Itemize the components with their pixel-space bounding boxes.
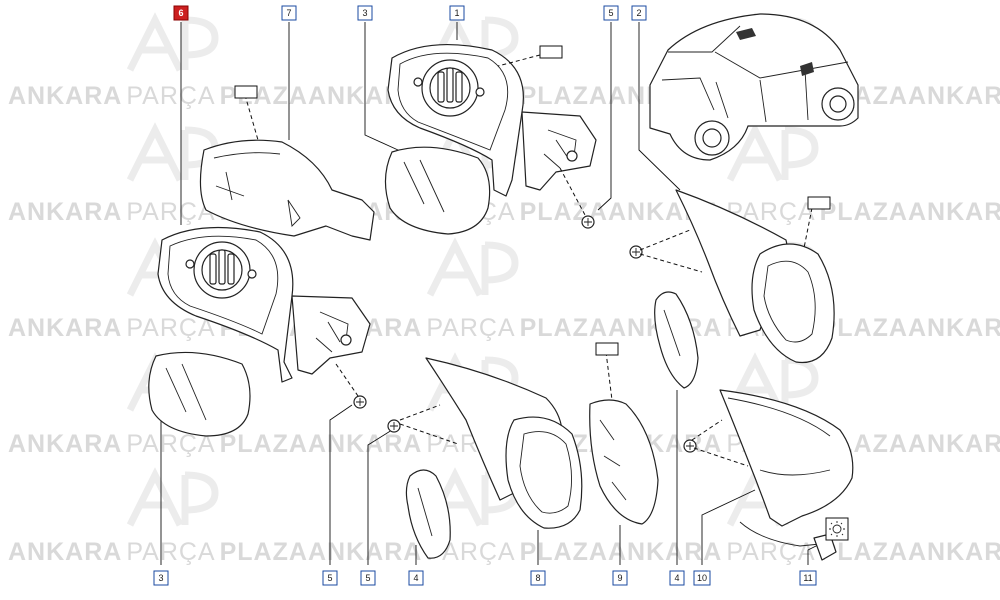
complete-mirror-right: [675, 189, 835, 364]
watermark-word: ANKARA: [908, 82, 1000, 110]
mirror-glass-top: [384, 146, 491, 235]
watermark-text: ANKARA: [908, 198, 1000, 226]
callout-number: 6: [178, 8, 183, 18]
callout-number: 3: [158, 573, 163, 583]
watermark-word: ANKARA: [308, 538, 422, 566]
callout-labels: 6 7 3 1 5 2 3 5: [153, 5, 817, 586]
callout-number: 5: [327, 573, 332, 583]
small-glass-right: [654, 291, 699, 389]
callout-2[interactable]: 2: [631, 5, 647, 21]
watermark-word: PARÇA: [126, 82, 215, 110]
watermark-word: PLAZA: [520, 538, 608, 566]
callout-number: 7: [286, 8, 291, 18]
callout-number: 10: [697, 573, 707, 583]
mirror-base-bottom-center: [425, 357, 583, 529]
watermark-word: PLAZA: [520, 198, 608, 226]
callout-number: 1: [454, 8, 459, 18]
mirror-cover-top: [199, 139, 375, 241]
watermark-word: PARÇA: [726, 538, 815, 566]
watermark-text: ANKARA: [908, 82, 1000, 110]
reference-symbols: [234, 45, 849, 541]
blank-label-symbol: [539, 45, 563, 59]
car-illustration: [649, 13, 859, 161]
callout-8[interactable]: 8: [530, 570, 546, 586]
callout-1[interactable]: 1: [449, 5, 465, 21]
leader-lines: [160, 22, 819, 565]
callout-9[interactable]: 9: [612, 570, 628, 586]
watermark-text: ANKARA: [908, 538, 1000, 566]
screw-set: [353, 215, 697, 453]
watermark-word: ANKARA: [8, 430, 122, 458]
mirror-cover-bottom: [589, 399, 659, 525]
blank-label-symbol: [234, 85, 258, 99]
watermark-word: ANKARA: [908, 430, 1000, 458]
callout-4-right[interactable]: 4: [669, 570, 685, 586]
callout-number: 8: [535, 573, 540, 583]
watermark-word: PLAZA: [820, 198, 908, 226]
screw: [629, 245, 643, 259]
watermark-word: ANKARA: [308, 430, 422, 458]
callout-number: 11: [803, 573, 812, 583]
callout-5-bottom-b[interactable]: 5: [360, 570, 376, 586]
heated-mirror-icon: [825, 517, 849, 541]
watermark-word: ANKARA: [8, 198, 122, 226]
callout-number: 4: [674, 573, 679, 583]
watermark-word: ANKARA: [908, 198, 1000, 226]
callout-number: 2: [636, 8, 641, 18]
callout-11[interactable]: 11: [799, 570, 817, 586]
blank-label-symbol: [595, 342, 619, 356]
callout-number: 5: [608, 8, 613, 18]
watermark-text: ANKARA: [908, 314, 1000, 342]
watermark-word: PLAZA: [520, 314, 608, 342]
watermark-word: PARÇA: [126, 314, 215, 342]
callout-5-top[interactable]: 5: [603, 5, 619, 21]
screw: [387, 419, 401, 433]
watermark-word: ANKARA: [908, 538, 1000, 566]
mirror-housing-assembly-top: [387, 43, 597, 197]
callout-3-bottom[interactable]: 3: [153, 570, 169, 586]
callout-6[interactable]: 6: [173, 5, 189, 21]
watermark-word: PLAZA: [220, 82, 308, 110]
mirror-assembly-left: [157, 226, 371, 383]
screw: [581, 215, 595, 229]
watermark-word: PARÇA: [126, 198, 215, 226]
watermark-word: PLAZA: [520, 82, 608, 110]
watermark-word: ANKARA: [608, 538, 722, 566]
watermark-word: ANKARA: [8, 82, 122, 110]
callout-number: 3: [362, 8, 367, 18]
watermark-word: PLAZA: [220, 430, 308, 458]
callout-number: 5: [365, 573, 370, 583]
assembly-arrows: [244, 54, 813, 467]
callout-10[interactable]: 10: [693, 570, 711, 586]
watermark-word: PARÇA: [426, 314, 515, 342]
mirror-base-bottom-right: [719, 389, 854, 527]
callout-3-top[interactable]: 3: [357, 5, 373, 21]
callout-number: 4: [413, 573, 418, 583]
small-glass-bottom: [405, 469, 451, 559]
screw: [683, 439, 697, 453]
watermark-word: PLAZA: [220, 538, 308, 566]
watermark-word: ANKARA: [8, 538, 122, 566]
callout-number: 9: [617, 573, 622, 583]
watermark-word: PARÇA: [126, 538, 215, 566]
screw: [353, 395, 367, 409]
callout-7[interactable]: 7: [281, 5, 297, 21]
watermark-text: ANKARA: [908, 430, 1000, 458]
callout-4-bottom[interactable]: 4: [408, 570, 424, 586]
callout-5-bottom-a[interactable]: 5: [322, 570, 338, 586]
watermark-word: ANKARA: [908, 314, 1000, 342]
mirror-glass-bottom: [148, 351, 251, 437]
blank-label-symbol: [807, 196, 831, 210]
watermark-word: ANKARA: [8, 314, 122, 342]
